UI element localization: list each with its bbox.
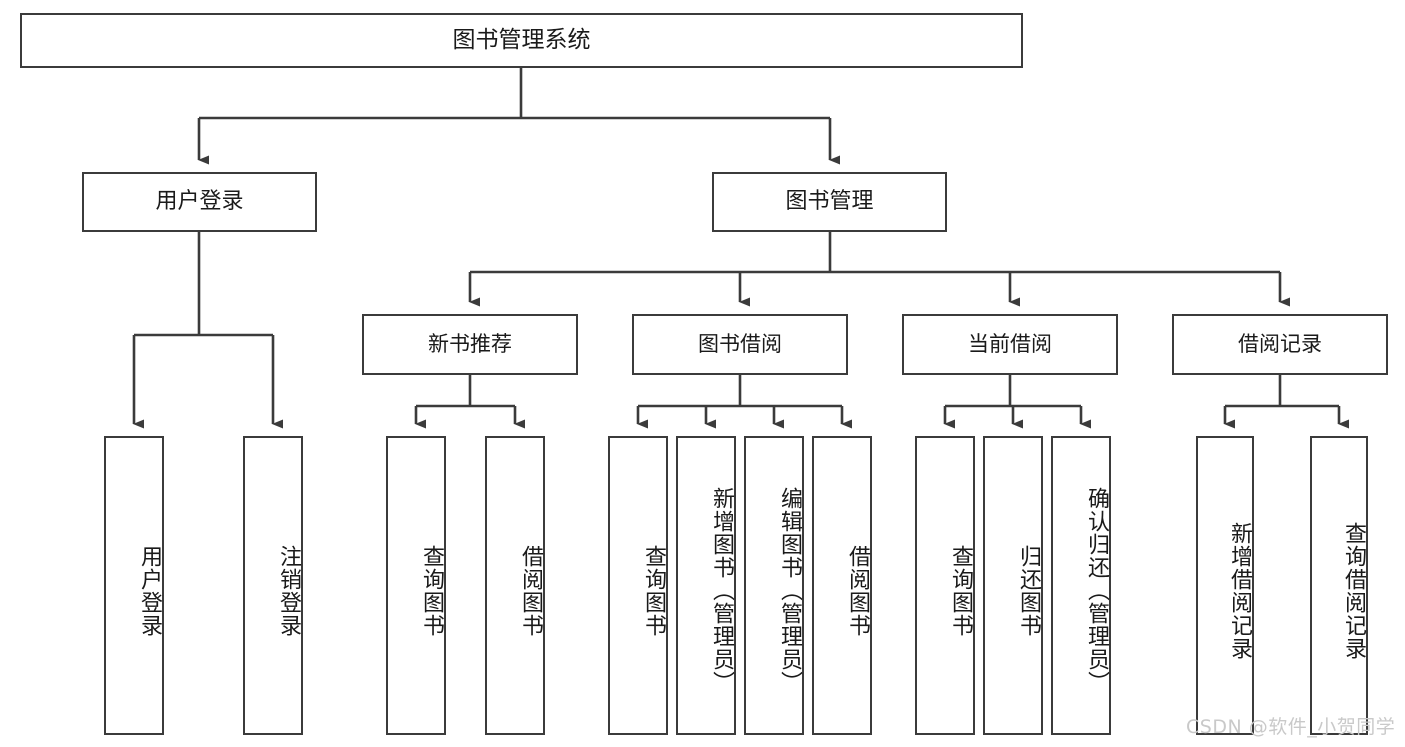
- node-label: 用户登录: [137, 544, 162, 637]
- node-label: 新书推荐: [428, 332, 512, 357]
- node-label: 编辑图书（管理员）: [777, 487, 802, 694]
- node-label: 查询图书: [641, 544, 666, 637]
- node-root-system[interactable]: 图书管理系统: [20, 13, 1023, 68]
- node-leaf-add-record[interactable]: 新增借阅记录: [1196, 436, 1254, 735]
- node-leaf-logout[interactable]: 注销登录: [243, 436, 303, 735]
- node-label: 图书管理: [785, 189, 874, 215]
- node-leaf-return-book[interactable]: 归还图书: [983, 436, 1043, 735]
- node-leaf-edit-book[interactable]: 编辑图书（管理员）: [744, 436, 804, 735]
- node-label: 查询借阅记录: [1341, 521, 1366, 660]
- node-label: 注销登录: [276, 544, 301, 637]
- node-label: 确认归还（管理员）: [1084, 487, 1109, 694]
- node-label: 借阅图书: [518, 544, 543, 637]
- node-label: 新增图书（管理员）: [709, 487, 734, 694]
- node-borrow-record[interactable]: 借阅记录: [1172, 314, 1388, 375]
- node-book-manage[interactable]: 图书管理: [712, 172, 947, 232]
- node-current-borrow[interactable]: 当前借阅: [902, 314, 1118, 375]
- node-leaf-query-book-2[interactable]: 查询图书: [608, 436, 668, 735]
- node-label: 查询图书: [419, 544, 444, 637]
- csdn-watermark: CSDN @软件_小贺同学: [1186, 716, 1396, 738]
- node-label: 图书管理系统: [452, 26, 591, 53]
- node-new-book-recommend[interactable]: 新书推荐: [362, 314, 578, 375]
- node-book-borrow[interactable]: 图书借阅: [632, 314, 848, 375]
- node-leaf-query-record[interactable]: 查询借阅记录: [1310, 436, 1368, 735]
- node-leaf-borrow-book-1[interactable]: 借阅图书: [485, 436, 545, 735]
- node-label: 借阅图书: [845, 544, 870, 637]
- node-leaf-query-book-1[interactable]: 查询图书: [386, 436, 446, 735]
- node-label: 图书借阅: [698, 332, 782, 357]
- node-leaf-borrow-book-2[interactable]: 借阅图书: [812, 436, 872, 735]
- node-leaf-add-book[interactable]: 新增图书（管理员）: [676, 436, 736, 735]
- node-leaf-query-book-3[interactable]: 查询图书: [915, 436, 975, 735]
- node-label: 归还图书: [1016, 544, 1041, 637]
- node-label: 借阅记录: [1238, 332, 1322, 357]
- node-label: 用户登录: [155, 189, 244, 215]
- node-label: 当前借阅: [968, 332, 1052, 357]
- node-label: 查询图书: [948, 544, 973, 637]
- node-label: 新增借阅记录: [1227, 521, 1252, 660]
- node-user-login[interactable]: 用户登录: [82, 172, 317, 232]
- node-leaf-confirm-return[interactable]: 确认归还（管理员）: [1051, 436, 1111, 735]
- node-leaf-user-login[interactable]: 用户登录: [104, 436, 164, 735]
